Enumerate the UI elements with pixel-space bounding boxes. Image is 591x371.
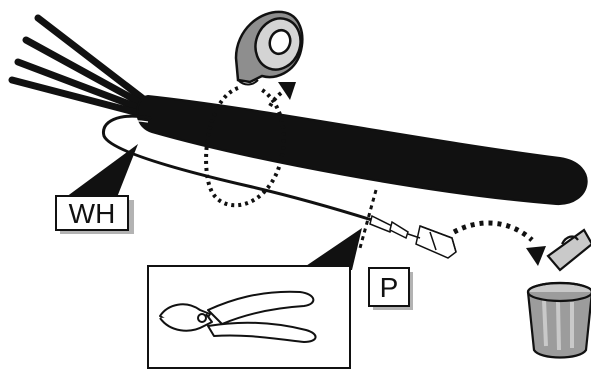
wh-callout: WH	[56, 144, 138, 234]
wire-bundle	[137, 96, 586, 204]
tape-roll-icon	[236, 12, 308, 85]
arrow-to-tape	[270, 90, 286, 106]
wh-label: WH	[69, 198, 116, 229]
wire-strands	[12, 18, 150, 116]
arrow-to-trash	[454, 223, 532, 240]
p-callout: P	[369, 268, 413, 310]
p-label: P	[380, 272, 399, 303]
arrow-to-tape-head	[278, 82, 296, 100]
arrow-to-trash-head	[526, 246, 546, 266]
connector-terminal	[370, 216, 456, 258]
